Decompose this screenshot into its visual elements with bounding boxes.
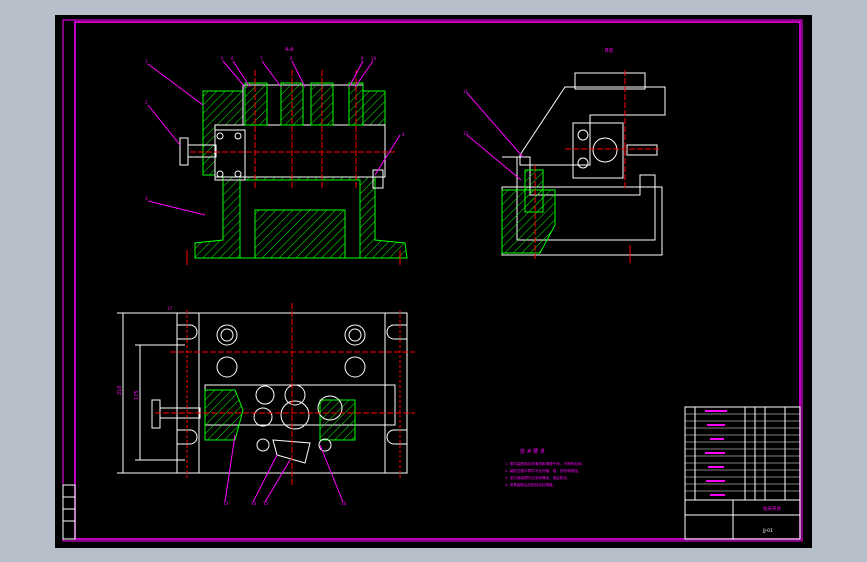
parts-list-table: 钻床夹具 JJ-01 [684,406,801,540]
dimension-left-outer: 210 [117,385,123,395]
part-number-label: 13 [223,501,229,506]
title-block-name: 钻床夹具 [763,505,781,512]
part-number-label: 12 [463,131,469,136]
outer-border [62,19,803,542]
inner-border [74,21,801,540]
tech-req-line-3: 3. 定位销装配时应涂润滑油，保证配合。 [505,475,571,480]
part-number-label: 17 [167,306,173,311]
technical-requirements: 技 术 要 求 1. 零件装配前必须清洗和清理干净，不得有毛刺。 2. 装配过程… [505,448,585,487]
part-number-label: 6 [231,56,234,61]
front-section-view: A-A [147,47,408,265]
part-number-label: 16 [341,501,347,506]
part-number-label: 7 [260,56,263,61]
tech-req-title: 技 术 要 求 [520,448,545,455]
tech-req-line-2: 2. 装配过程中零件不允许磕、碰、划伤和锈蚀。 [505,468,581,473]
section-label-side: B向 [605,47,613,54]
cad-drawing: A-A [62,19,803,542]
dimension-left-inner: 175 [134,390,140,400]
part-number-label: 4 [402,132,405,137]
part-number-label: 14 [251,501,257,506]
drawing-canvas[interactable]: A-A [55,15,812,548]
tech-req-line-1: 1. 零件装配前必须清洗和清理干净，不得有毛刺。 [505,461,585,466]
revision-strip [62,484,76,540]
section-label-front: A-A [285,47,294,53]
side-view: B向 [466,47,666,263]
part-number-label: 3 [145,196,148,201]
part-number-label: 10 [371,56,377,61]
part-number-label: 9 [361,56,364,61]
part-number-label: 2 [145,100,148,105]
part-number-label: 8 [290,56,293,61]
title-block-code: JJ-01 [762,528,773,534]
plan-view: 210 175 [117,303,415,503]
part-number-label: 15 [263,501,269,506]
part-number-label: 1 [145,59,148,64]
part-number-label: 5 [221,56,224,61]
tech-req-line-4: 4. 夹具装配后应检验定位精度。 [505,482,556,487]
part-number-label: 11 [463,89,469,94]
